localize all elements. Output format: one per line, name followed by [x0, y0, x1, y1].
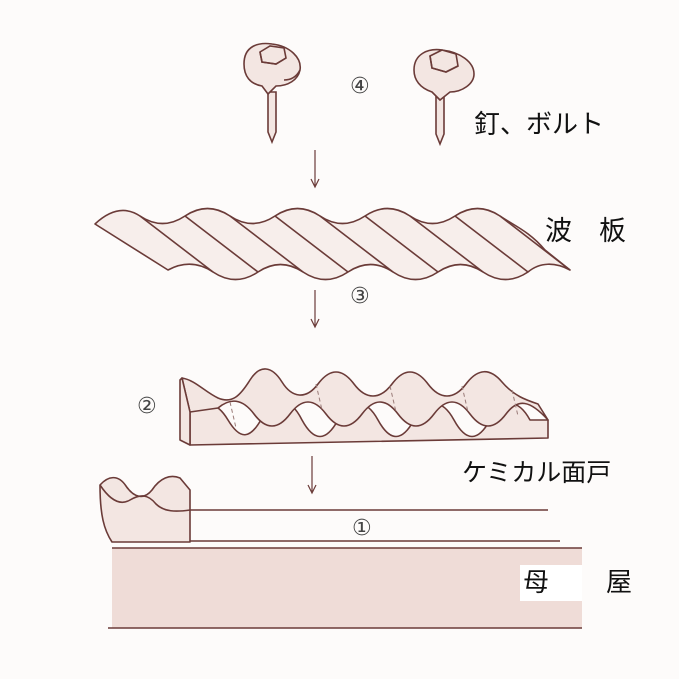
nail-right [413, 48, 475, 147]
step-two-marker: ② [137, 394, 157, 419]
corrugated-sheet [94, 207, 571, 281]
arrow-down-2 [310, 290, 320, 329]
nail-left [243, 42, 301, 145]
chemical-closure [179, 368, 549, 446]
purlin-label-left: 母 [523, 568, 550, 598]
purlin-label-right: 屋 [606, 568, 633, 598]
chemical-closure-label: ケミカル面戸 [462, 458, 612, 487]
arrow-down-1 [310, 150, 320, 189]
step-one-marker: ① [352, 516, 372, 541]
nails-label: 釘、ボルト [474, 110, 605, 140]
step-three-marker: ③ [350, 284, 370, 309]
corrugated-sheet-label: 波 板 [545, 216, 626, 247]
arrow-down-3 [307, 456, 317, 495]
reference-lines [190, 509, 560, 542]
step-four-marker: ④ [350, 74, 370, 99]
purlin [108, 547, 582, 629]
closure-side-detail [99, 475, 191, 543]
